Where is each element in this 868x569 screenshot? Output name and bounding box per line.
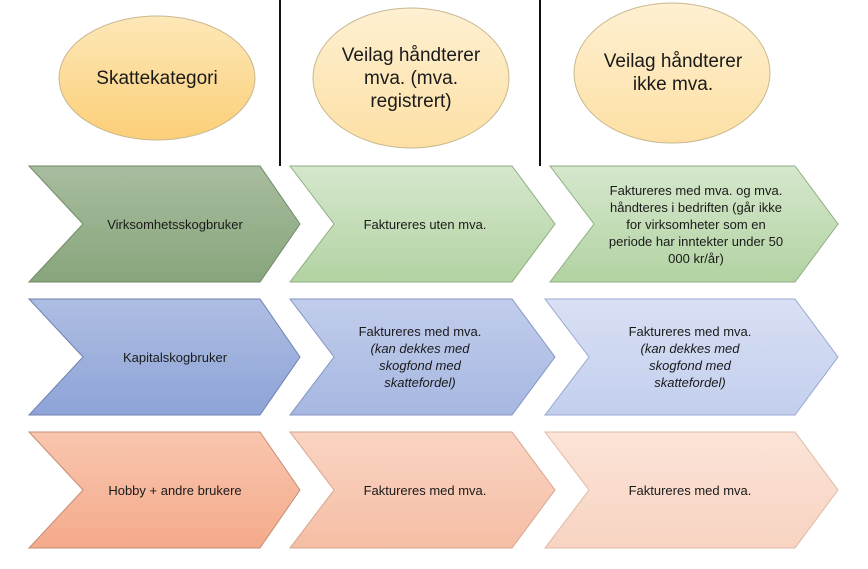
- chevron-r3-c2: [288, 431, 556, 549]
- chevron-r1-c3: [548, 165, 839, 283]
- cell-main-text: Faktureres med mva.: [628, 324, 752, 339]
- cell-main-text: Faktureres med mva.: [363, 482, 487, 498]
- cell-r1-c2: Faktureres uten mva.: [335, 166, 515, 282]
- chevron-r2-c3: [543, 298, 839, 416]
- category-label: Virksomhetsskogbruker: [107, 216, 243, 232]
- header-ellipse-3: [573, 2, 771, 144]
- header-not-vat-registered: Veilag håndterer ikke mva.: [603, 51, 743, 95]
- header-vat-registered: Veilag håndterer mva. (mva. registrert): [341, 44, 481, 112]
- cell-main-text: Faktureres uten mva.: [363, 216, 487, 232]
- cell-note-text: (kan dekkes med skogfond med skatteforde…: [640, 341, 740, 390]
- chevron-r3-c1: [27, 431, 301, 549]
- header-ellipse-2: [312, 7, 510, 149]
- cell-r3-c2: Faktureres med mva.: [335, 432, 515, 548]
- category-label: Hobby + andre brukere: [108, 482, 242, 498]
- cell-main-text: Faktureres med mva.: [358, 324, 482, 339]
- cell-main-text: Faktureres med mva.: [628, 482, 752, 498]
- cell-r1-c3: Faktureres med mva. og mva. håndteres i …: [606, 166, 786, 282]
- cell-r2-c3: Faktureres med mva. (kan dekkes med skogf…: [615, 299, 765, 415]
- header-tax-category: Skattekategori: [96, 67, 218, 89]
- chevron-r3-c3: [543, 431, 839, 549]
- chevron-r2-c1: [27, 298, 301, 416]
- cell-r3-c3: Faktureres med mva.: [600, 432, 780, 548]
- header-ellipse-1: [58, 15, 256, 141]
- category-label: Kapitalskogbruker: [122, 349, 228, 365]
- chevron-r1-c2: [288, 165, 556, 283]
- chevron-r1-c1: [27, 165, 301, 283]
- cell-note-text: (kan dekkes med skogfond med skatteforde…: [370, 341, 470, 390]
- cell-main-text: Faktureres med mva. og mva. håndteres i …: [608, 182, 784, 266]
- chevron-r2-c2: [288, 298, 556, 416]
- cell-r2-c2: Faktureres med mva. (kan dekkes med skogf…: [345, 299, 495, 415]
